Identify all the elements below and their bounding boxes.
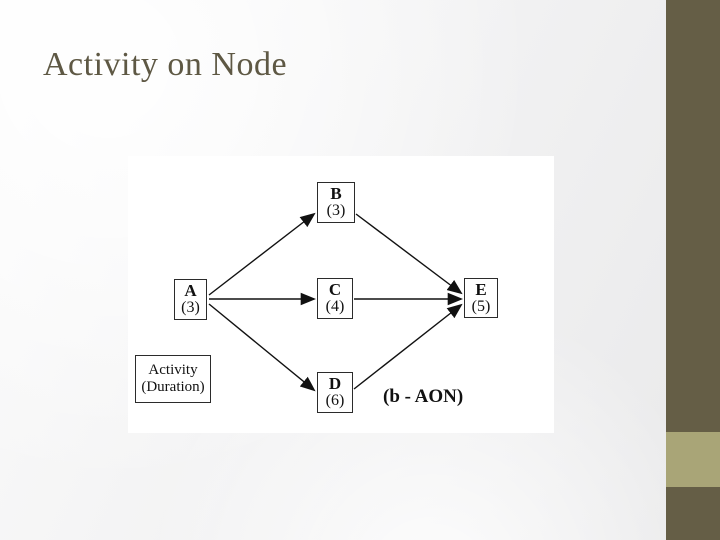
slide-title: Activity on Node bbox=[43, 46, 288, 83]
node-e-label: E bbox=[475, 279, 487, 299]
node-b-duration: (3) bbox=[326, 202, 346, 220]
edge-b-e bbox=[355, 213, 463, 295]
node-a-label: A bbox=[184, 281, 197, 301]
legend-box: Activity (Duration) bbox=[135, 355, 211, 403]
edge-a-d bbox=[208, 303, 316, 392]
node-d-label: D bbox=[328, 374, 342, 394]
node-d: D (6) bbox=[317, 372, 353, 413]
sidebar-accent-block bbox=[666, 432, 720, 487]
edge-a-b bbox=[208, 212, 316, 296]
node-c: C (4) bbox=[317, 278, 353, 319]
node-a: A (3) bbox=[174, 279, 207, 320]
legend-line2: (Duration) bbox=[141, 379, 205, 395]
node-b: B (3) bbox=[317, 182, 355, 223]
aon-edges-svg bbox=[208, 212, 464, 392]
node-e: E (5) bbox=[464, 278, 498, 318]
diagram-caption: (b - AON) bbox=[383, 386, 464, 407]
legend-line1: Activity bbox=[148, 361, 198, 378]
node-e-duration: (5) bbox=[471, 297, 491, 315]
edge-d-e bbox=[353, 303, 463, 390]
node-d-duration: (6) bbox=[325, 392, 345, 410]
node-b-label: B bbox=[330, 184, 342, 204]
right-sidebar bbox=[666, 0, 720, 540]
aon-diagram-image: A (3) B (3) C (4) D (6) E (5) Activity (… bbox=[128, 156, 554, 433]
node-c-label: C bbox=[328, 280, 342, 300]
node-c-duration: (4) bbox=[325, 298, 345, 316]
node-a-duration: (3) bbox=[181, 299, 200, 317]
